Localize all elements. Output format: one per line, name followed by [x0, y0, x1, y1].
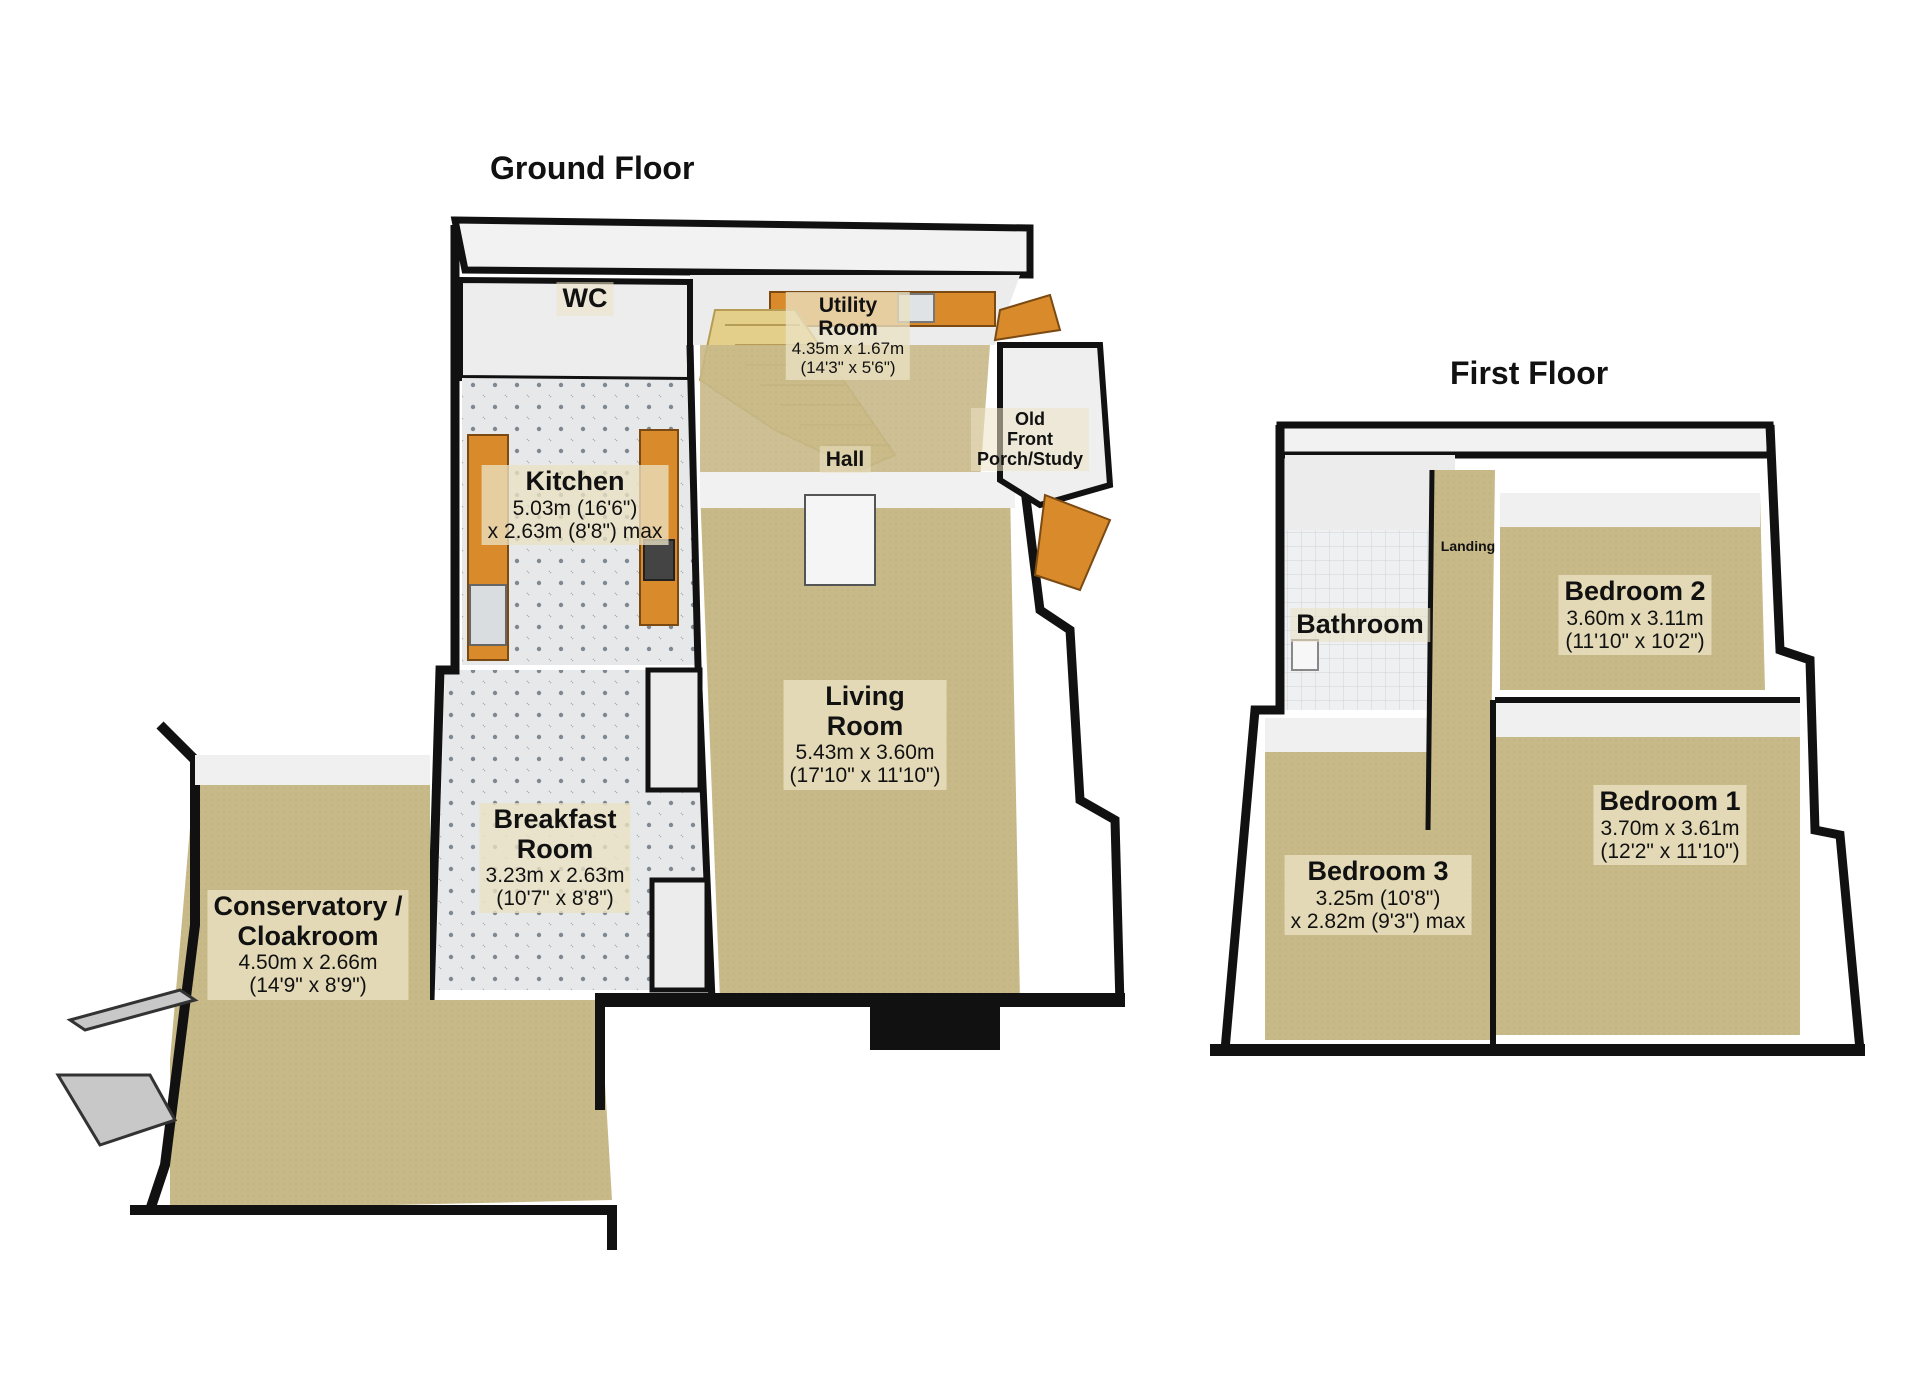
- first-floor-title: First Floor: [1450, 355, 1609, 391]
- living-fireplace: [870, 1000, 1000, 1050]
- kitchen-dim2: x 2.63m (8'8") max: [487, 519, 663, 543]
- bedroom1-floor: [1495, 705, 1800, 1035]
- bedroom1-name: Bedroom 1: [1599, 786, 1741, 816]
- bathroom-sink: [1291, 639, 1319, 671]
- first-left-wall: [1220, 425, 1285, 1051]
- living-dim1: 5.43m x 3.60m: [795, 741, 935, 765]
- porch-name: Old Front Porch/Study: [976, 409, 1084, 469]
- first-right-wall: [1765, 424, 1865, 1051]
- conservatory-wall-left: [145, 721, 200, 1212]
- wc-name: WC: [562, 283, 608, 313]
- conservatory-dim2: (14'9" x 8'9"): [249, 974, 367, 998]
- porch-label: Old Front Porch/Study: [970, 408, 1090, 472]
- breakfast-label: Breakfast Room 3.23m x 2.63m (10'7" x 8'…: [479, 803, 631, 913]
- kitchen-sink: [469, 584, 507, 646]
- utility-label: Utility Room 4.35m x 1.67m (14'3" x 5'6"…: [785, 292, 911, 380]
- utility-dim2: (14'3" x 5'6"): [800, 357, 896, 377]
- bedroom3-name: Bedroom 3: [1307, 856, 1449, 886]
- living-name: Living Room: [825, 681, 905, 741]
- pantry: [645, 667, 703, 793]
- bedroom1-dim1: 3.70m x 3.61m: [1600, 816, 1740, 840]
- conservatory-wall-bottom: [130, 1205, 617, 1250]
- first-floor: [1210, 421, 1865, 1056]
- bedroom3-label: Bedroom 3 3.25m (10'8") x 2.82m (9'3") m…: [1284, 855, 1472, 935]
- conservatory-label: Conservatory / Cloakroom 4.50m x 2.66m (…: [207, 890, 409, 1000]
- living-dim2: (17'10" x 11'10"): [789, 764, 941, 788]
- hall-label: Hall: [819, 446, 871, 474]
- ground-rear-wall: [450, 216, 1034, 279]
- first-outer: [1276, 421, 1774, 459]
- conservatory-window-2: [55, 1073, 178, 1147]
- bedroom2-dim2: (11'10" x 10'2"): [1565, 629, 1705, 653]
- conservatory-dim1: 4.50m x 2.66m: [238, 951, 378, 975]
- bedroom2-dim1: 3.60m x 3.11m: [1566, 606, 1704, 630]
- living-door: [804, 494, 876, 586]
- breakfast-dim2: (10'7" x 8'8"): [496, 887, 614, 911]
- bedroom2-name: Bedroom 2: [1564, 576, 1706, 606]
- ground-floor-title: Ground Floor: [490, 150, 695, 186]
- ground-floor: [55, 216, 1125, 1250]
- living-label: Living Room 5.43m x 3.60m (17'10" x 11'1…: [783, 680, 947, 790]
- kitchen-dim1: 5.03m (16'6"): [512, 496, 638, 520]
- front-door: [1033, 493, 1112, 592]
- wc-label: WC: [556, 282, 614, 316]
- living-wall-right: [1020, 489, 1125, 1006]
- utility-dim1: 4.35m x 1.67m: [791, 339, 905, 359]
- landing-wall: [1425, 469, 1435, 831]
- hall-floor: [700, 345, 990, 485]
- breakfast-dim1: 3.23m x 2.63m: [485, 864, 625, 888]
- landing-label: Landing: [1440, 538, 1496, 554]
- bathroom-label: Bathroom: [1290, 608, 1430, 642]
- bedroom3-dim2: x 2.82m (9'3") max: [1290, 909, 1466, 933]
- utility-door: [993, 293, 1062, 342]
- cupboard: [649, 877, 710, 993]
- kitchen-label: Kitchen 5.03m (16'6") x 2.63m (8'8") max: [481, 465, 669, 545]
- bedroom1-label: Bedroom 1 3.70m x 3.61m (12'2" x 11'10"): [1593, 785, 1747, 865]
- storage-room: [1285, 455, 1455, 530]
- hob: [643, 539, 675, 581]
- hall-name: Hall: [825, 448, 865, 471]
- bedroom3-dim1: 3.25m (10'8"): [1315, 886, 1441, 910]
- kitchen-name: Kitchen: [525, 466, 625, 496]
- utility-name: Utility Room: [818, 294, 878, 341]
- conservatory-name: Conservatory / Cloakroom: [213, 891, 403, 951]
- bedroom1-dim2: (12'2" x 11'10"): [1600, 839, 1740, 863]
- breakfast-name: Breakfast Room: [493, 804, 617, 864]
- kitchen-left-wall: [425, 225, 460, 1001]
- bathroom-name: Bathroom: [1296, 609, 1424, 639]
- conservatory-window-1: [66, 988, 199, 1032]
- bedroom2-label: Bedroom 2 3.60m x 3.11m (11'10" x 10'2"): [1558, 575, 1712, 655]
